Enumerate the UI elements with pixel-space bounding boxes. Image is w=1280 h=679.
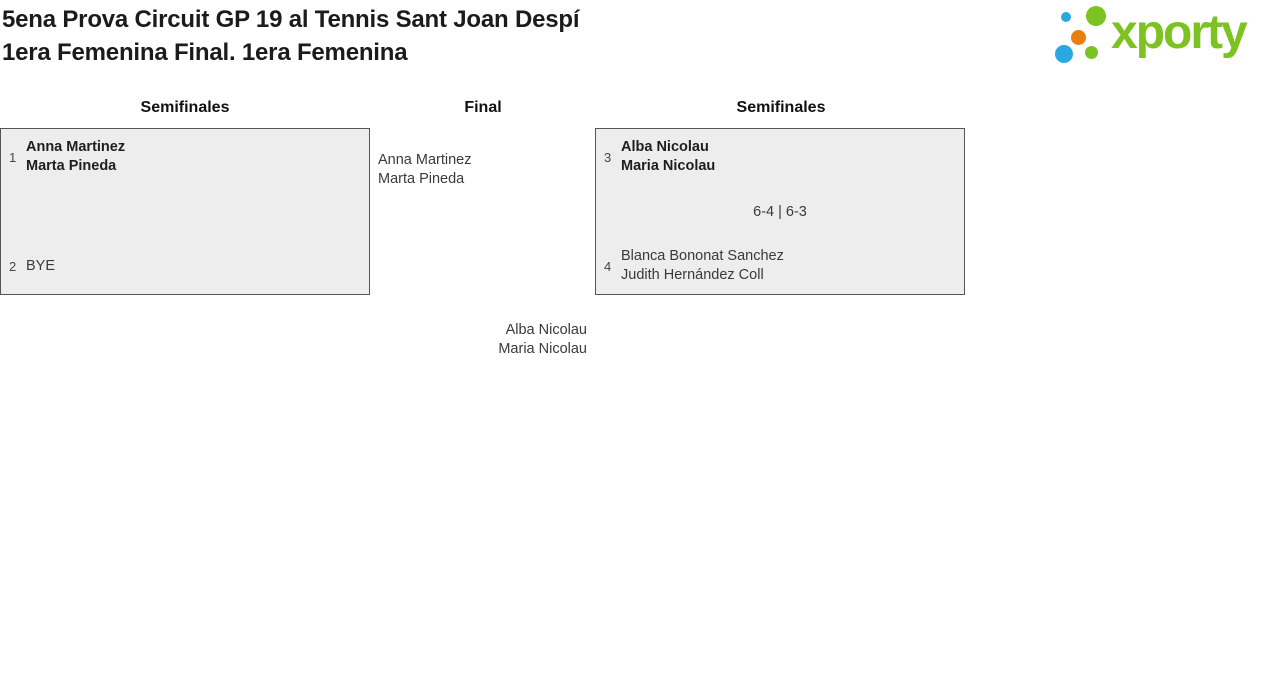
page-title: 5ena Prova Circuit GP 19 al Tennis Sant …	[2, 3, 580, 69]
participant-row-seed4: 4 Blanca Bononat Sanchez Judith Hernánde…	[596, 247, 964, 285]
logo-dot-green-small-icon	[1085, 46, 1098, 59]
page-title-line1: 5ena Prova Circuit GP 19 al Tennis Sant …	[2, 6, 580, 33]
player-name: Maria Nicolau	[621, 158, 716, 174]
player-names: Anna Martinez Marta Pineda	[26, 138, 125, 176]
match-score: 6-4 | 6-3	[753, 203, 807, 220]
participant-row-seed1: 1 Anna Martinez Marta Pineda	[1, 138, 369, 176]
logo-wordmark: xporty	[1111, 6, 1248, 59]
logo-dot-blue-small-icon	[1061, 12, 1071, 22]
seed-number: 2	[9, 258, 17, 274]
match-box-semifinal-left: 1 Anna Martinez Marta Pineda 2 BYE	[0, 128, 370, 295]
column-header-semifinales-right: Semifinales	[736, 99, 826, 116]
player-name: Alba Nicolau	[505, 322, 587, 338]
player-name: Anna Martinez	[26, 139, 126, 155]
column-header-semifinales-left: Semifinales	[140, 99, 230, 116]
seed-number: 3	[604, 149, 612, 165]
player-names: Blanca Bononat Sanchez Judith Hernández …	[621, 247, 784, 285]
participant-row-seed3: 3 Alba Nicolau Maria Nicolau	[596, 138, 964, 176]
player-name: Judith Hernández Coll	[621, 267, 764, 283]
participant-row-seed2: 2 BYE	[1, 247, 369, 285]
logo-dot-blue-big-icon	[1055, 45, 1073, 63]
player-name: Marta Pineda	[26, 158, 117, 174]
final-participant-bottom: Alba Nicolau Maria Nicolau	[378, 321, 587, 359]
xporty-logo[interactable]: xporty	[1048, 0, 1280, 72]
column-header-final: Final	[464, 99, 502, 116]
seed-number: 1	[9, 149, 17, 165]
logo-dot-green-big-icon	[1086, 6, 1106, 26]
player-name: BYE	[26, 257, 56, 274]
player-names: BYE	[26, 257, 55, 276]
final-participant-top: Anna Martinez Marta Pineda	[378, 151, 472, 189]
player-name: Maria Nicolau	[498, 341, 587, 357]
match-box-semifinal-right: 3 Alba Nicolau Maria Nicolau 6-4 | 6-3 4…	[595, 128, 965, 295]
player-name: Blanca Bononat Sanchez	[621, 248, 784, 264]
page-title-line2: 1era Femenina Final. 1era Femenina	[2, 39, 408, 66]
player-name: Alba Nicolau	[621, 139, 709, 155]
player-names: Alba Nicolau Maria Nicolau	[621, 138, 715, 176]
seed-number: 4	[604, 258, 612, 274]
player-name: Anna Martinez	[378, 152, 472, 168]
logo-dot-orange-icon	[1071, 30, 1086, 45]
player-name: Marta Pineda	[378, 171, 465, 187]
